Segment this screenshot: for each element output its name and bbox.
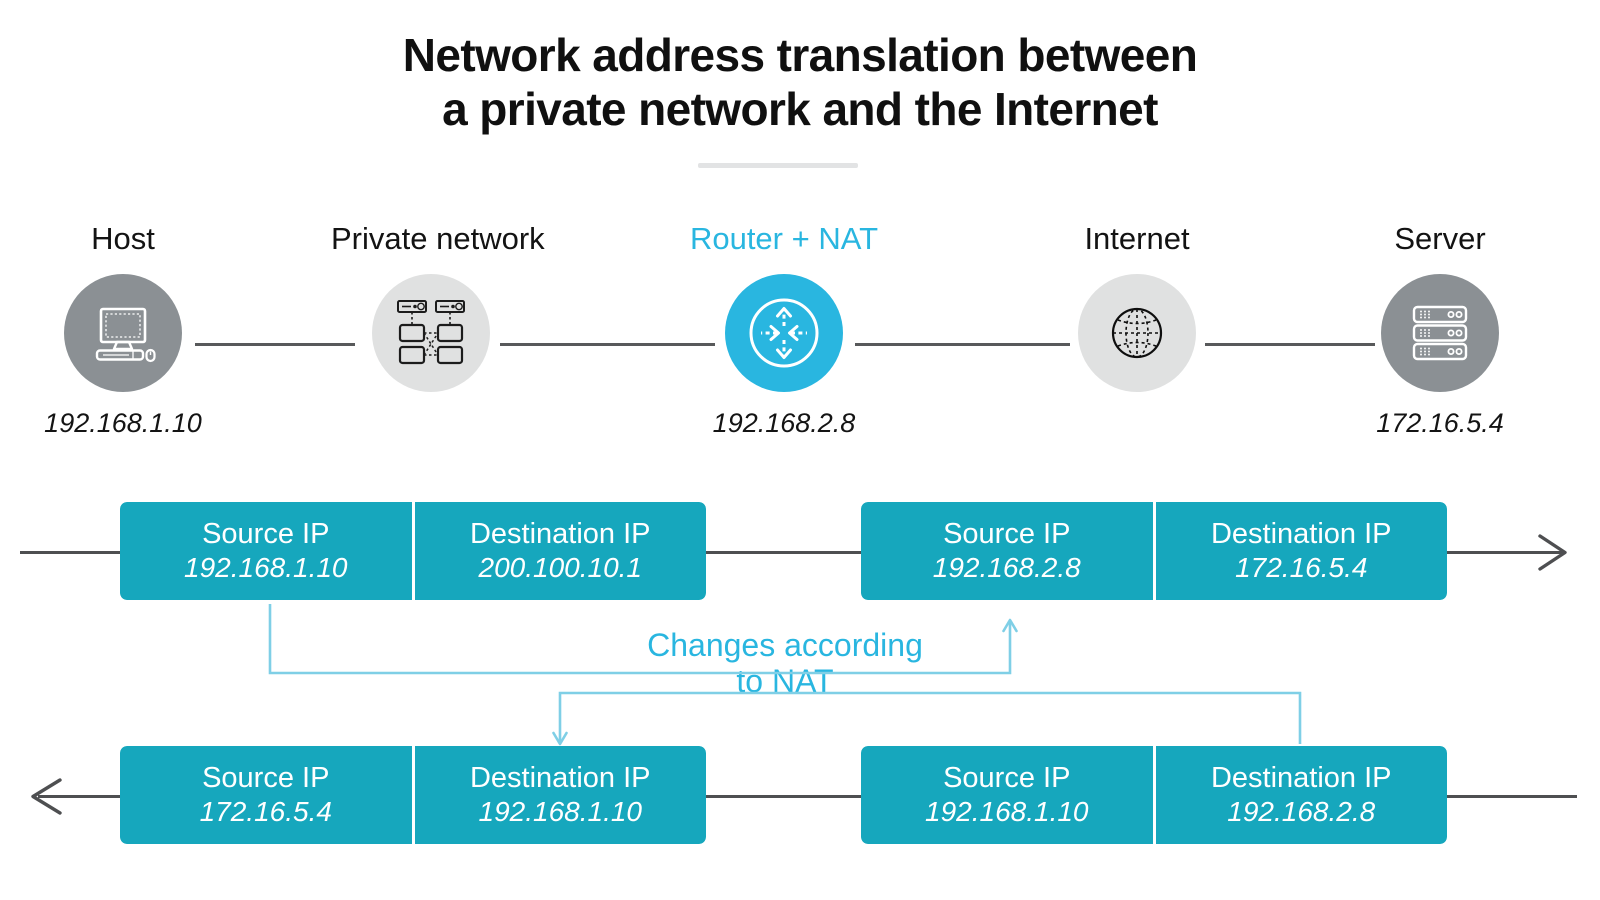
node-internet[interactable]: Internet bbox=[1037, 221, 1237, 408]
node-internet-label: Internet bbox=[1084, 221, 1190, 256]
node-router-nat-label: Router + NAT bbox=[689, 221, 879, 256]
node-internet-circle bbox=[1078, 274, 1196, 393]
packet-bottom-left-destination-value: 192.168.1.10 bbox=[478, 795, 643, 827]
link-private-network-to-router bbox=[500, 343, 715, 346]
packet-top-right-source-value: 192.168.2.8 bbox=[932, 551, 1081, 583]
packet-bottom-right-source-label: Source IP bbox=[943, 761, 1071, 794]
title-divider bbox=[698, 163, 858, 168]
globe-icon bbox=[1111, 307, 1163, 359]
packet-top-right-destination-label: Destination IP bbox=[1210, 517, 1392, 550]
packet-bottom-right-source[interactable]: Source IP 192.168.1.10 bbox=[861, 746, 1153, 844]
packet-bottom-right-source-value: 192.168.1.10 bbox=[925, 795, 1089, 827]
packet-bottom-left-destination-label: Destination IP bbox=[469, 761, 651, 794]
nat-caption-line-2: to NAT bbox=[736, 662, 834, 699]
flow-line-bottom-left bbox=[38, 795, 125, 798]
packet-top-left-source-value: 192.168.1.10 bbox=[184, 551, 348, 583]
packet-bottom-right-destination[interactable]: Destination IP 192.168.2.8 bbox=[1155, 746, 1447, 844]
flow-line-top-left bbox=[20, 551, 125, 554]
flow-line-bottom-right bbox=[1447, 795, 1577, 798]
packet-bottom-right[interactable]: Source IP 192.168.1.10 Destination IP 19… bbox=[861, 746, 1447, 844]
node-router-nat-circle bbox=[725, 274, 843, 393]
packet-top-right-source-label: Source IP bbox=[943, 517, 1071, 550]
nat-connector-destination-arrowhead bbox=[552, 731, 568, 746]
link-host-to-private-network bbox=[195, 343, 355, 346]
node-router-nat-ip: 192.168.2.8 bbox=[712, 408, 856, 439]
node-server-label: Server bbox=[1394, 221, 1486, 256]
flow-line-bottom-middle bbox=[706, 795, 861, 798]
link-router-to-internet bbox=[855, 343, 1070, 346]
node-host-label: Host bbox=[91, 221, 155, 256]
node-server[interactable]: Server bbox=[1340, 221, 1540, 439]
flow-line-top-right bbox=[1447, 551, 1562, 554]
node-host-circle bbox=[64, 274, 182, 393]
node-private-network[interactable]: Private network bbox=[331, 221, 545, 408]
node-server-circle bbox=[1381, 274, 1499, 393]
packet-top-right-destination[interactable]: Destination IP 172.16.5.4 bbox=[1155, 502, 1447, 600]
node-private-network-label: Private network bbox=[331, 221, 545, 256]
router-arrows-icon bbox=[749, 298, 819, 368]
packet-top-right-source[interactable]: Source IP 192.168.2.8 bbox=[861, 502, 1153, 600]
packet-top-left[interactable]: Source IP 192.168.1.10 Destination IP 20… bbox=[120, 502, 706, 600]
packet-top-left-destination-label: Destination IP bbox=[469, 517, 651, 550]
nat-caption-line-1: Changes according bbox=[647, 627, 923, 663]
packet-top-left-source[interactable]: Source IP 192.168.1.10 bbox=[120, 502, 412, 600]
title-line-2: a private network and the Internet bbox=[442, 83, 1158, 136]
network-topology-icon bbox=[397, 300, 465, 365]
title-line-1: Network address translation between bbox=[402, 29, 1198, 81]
server-rack-icon bbox=[1412, 305, 1468, 361]
page-title: Network address translation between a pr… bbox=[0, 28, 1600, 137]
packet-top-left-destination-value: 200.100.10.1 bbox=[478, 551, 643, 583]
flow-line-top-middle bbox=[706, 551, 861, 554]
desktop-computer-icon bbox=[95, 307, 156, 363]
node-server-ip: 172.16.5.4 bbox=[1376, 408, 1504, 439]
node-private-network-circle bbox=[372, 274, 490, 393]
packet-top-left-destination[interactable]: Destination IP 200.100.10.1 bbox=[414, 502, 706, 600]
packet-bottom-left-destination[interactable]: Destination IP 192.168.1.10 bbox=[414, 746, 706, 844]
packet-bottom-left-source-label: Source IP bbox=[202, 761, 330, 794]
packet-bottom-left[interactable]: Source IP 172.16.5.4 Destination IP 192.… bbox=[120, 746, 706, 844]
nat-caption: Changes according to NAT bbox=[560, 627, 1010, 700]
node-host[interactable]: Host 192.168.1.10 bbox=[23, 221, 223, 439]
packet-bottom-right-destination-value: 192.168.2.8 bbox=[1227, 795, 1376, 827]
packet-top-right-destination-value: 172.16.5.4 bbox=[1235, 551, 1368, 583]
packet-top-right[interactable]: Source IP 192.168.2.8 Destination IP 172… bbox=[861, 502, 1447, 600]
packet-bottom-left-source-value: 172.16.5.4 bbox=[199, 795, 332, 827]
node-router-nat[interactable]: Router + NAT 192.168.2.8 bbox=[684, 221, 884, 439]
link-internet-to-server bbox=[1205, 343, 1375, 346]
nat-connector-destination-change bbox=[558, 691, 1302, 744]
packet-bottom-right-destination-label: Destination IP bbox=[1210, 761, 1392, 794]
node-host-ip: 192.168.1.10 bbox=[44, 408, 202, 439]
packet-top-left-source-label: Source IP bbox=[202, 517, 330, 550]
packet-bottom-left-source[interactable]: Source IP 172.16.5.4 bbox=[120, 746, 412, 844]
